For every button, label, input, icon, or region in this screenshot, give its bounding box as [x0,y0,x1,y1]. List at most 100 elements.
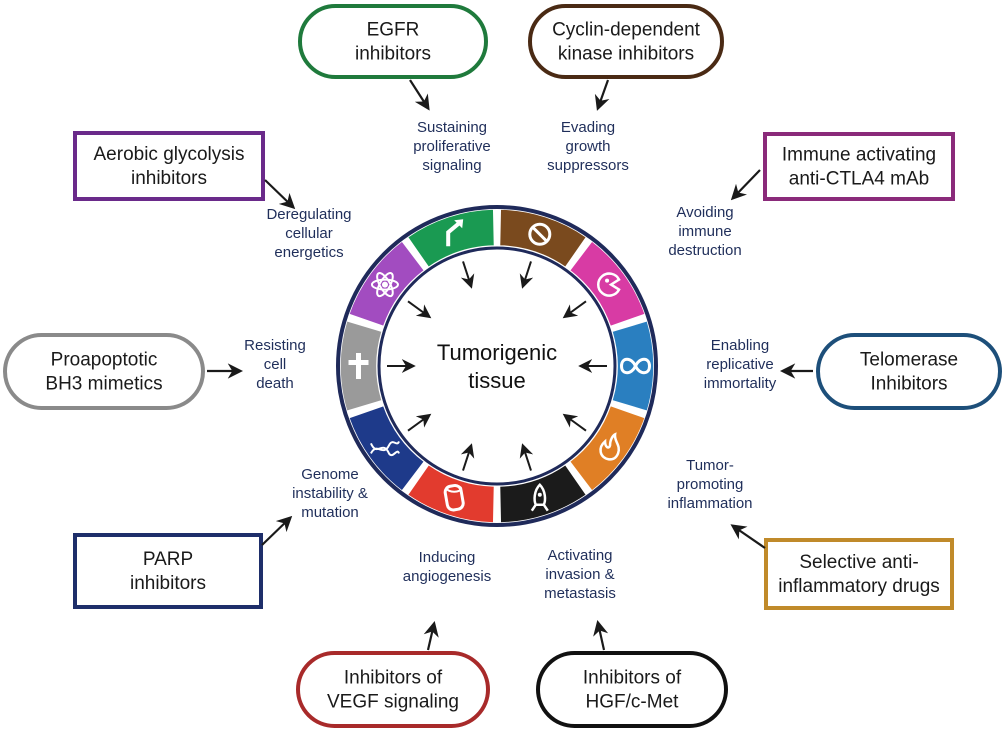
ring-inner-border [377,246,617,486]
drug-label-line: HGF/c-Met [586,692,680,713]
hallmark-label-genome: Genome instability & mutation [292,466,368,521]
drug-label-line: Immune activating [782,145,936,166]
hallmark-label-line: cellular [285,225,333,242]
hallmark-label-line: Inducing [419,549,476,566]
arrow-icon [446,219,464,247]
outer-arrows [207,79,813,651]
hallmark-label-line: instability & [292,485,368,502]
drug-box-parp: PARP inhibitors [73,533,263,609]
hallmark-label-line: metastasis [544,585,616,602]
rocket-icon [530,482,549,512]
hallmark-label-line: mutation [301,504,359,521]
hallmark-label-line: Genome [301,466,359,483]
hallmark-label-line: cell [264,356,287,373]
inner-arrow-inflammation [562,413,587,432]
outer-arrow-vegf [423,620,439,651]
drug-label-line: kinase inhibitors [558,44,694,65]
outer-arrow-cdk [594,79,610,111]
hallmark-label-line: Avoiding [676,204,733,221]
hallmarks-ring [339,208,655,524]
hallmark-label-line: energetics [274,244,343,261]
inner-arrow-energetics [407,300,432,319]
drug-label-line: Inhibitors of [344,668,443,689]
outer-arrow-hgf [593,619,609,651]
drug-label-line: Inhibitors [870,374,947,395]
drug-label-line: Telomerase [860,350,958,371]
ring-outer-border [336,205,658,527]
cross-icon [348,353,369,379]
hallmark-label-line: Resisting [244,337,306,354]
inner-arrow-invasion [519,443,534,471]
infinity-icon [619,357,652,375]
drug-label-line: Proapoptotic [51,350,158,371]
hallmark-label-line: growth [565,138,610,155]
inner-arrow-genome [407,413,432,432]
vessel-icon [443,483,465,512]
hallmark-label-line: proliferative [413,138,491,155]
dna-icon [370,440,400,457]
hallmark-label-line: replicative [706,356,774,373]
inner-arrow-proliferative [460,261,475,289]
drug-label-line: inflammatory drugs [778,576,940,597]
hallmark-label-line: suppressors [547,157,629,174]
hallmark-label-line: Sustaining [417,119,487,136]
drug-label-line: inhibitors [130,573,206,594]
ring-segment-proliferative [406,208,496,269]
inner-arrow-growth-suppressors [519,261,534,289]
fire-icon [599,432,620,461]
ring-segment-invasion [498,463,588,524]
drug-label-line: Aerobic glycolysis [94,144,245,165]
hallmark-label-line: immortality [704,375,777,392]
outer-arrow-glycolysis [264,179,296,210]
drug-label-line: BH3 mimetics [45,374,162,395]
drug-label-line: EGFR [367,20,420,41]
hallmark-label-growth-suppressors: Evading growth suppressors [547,119,629,174]
outer-arrow-parp [261,515,293,546]
hallmark-label-replicative-immortality: Enabling replicative immortality [704,337,777,392]
drug-label-line: PARP [143,549,193,570]
drug-box-anti-inflammatory: Selective anti-inflammatory drugs [764,538,954,610]
ring-segment-replicative-immortality [610,319,655,413]
drug-label-parp: PARP inhibitors [130,549,206,594]
outer-arrow-egfr [409,79,430,111]
hallmark-label-immune-destruction: Avoiding immune destruction [668,204,741,259]
hallmark-label-line: Evading [561,119,615,136]
hallmark-label-energetics: Deregulating cellular energetics [266,206,351,261]
atom-icon [370,272,399,298]
hallmark-label-line: invasion & [545,566,614,583]
ring-segment-immune-destruction [568,239,647,328]
center-title-line2: tissue [468,368,525,393]
inner-arrows [387,261,607,471]
hallmark-label-line: immune [678,223,731,240]
hallmark-label-line: Deregulating [266,206,351,223]
hallmark-label-line: inflammation [667,495,752,512]
center-title-line1: Tumorigenic [437,340,557,365]
outer-arrow-immune [730,169,761,201]
ring-segment-angiogenesis [406,463,496,524]
hallmark-label-line: Enabling [711,337,769,354]
hallmark-label-line: promoting [677,476,744,493]
pacman-icon [597,272,621,297]
hallmark-label-line: destruction [668,242,741,259]
